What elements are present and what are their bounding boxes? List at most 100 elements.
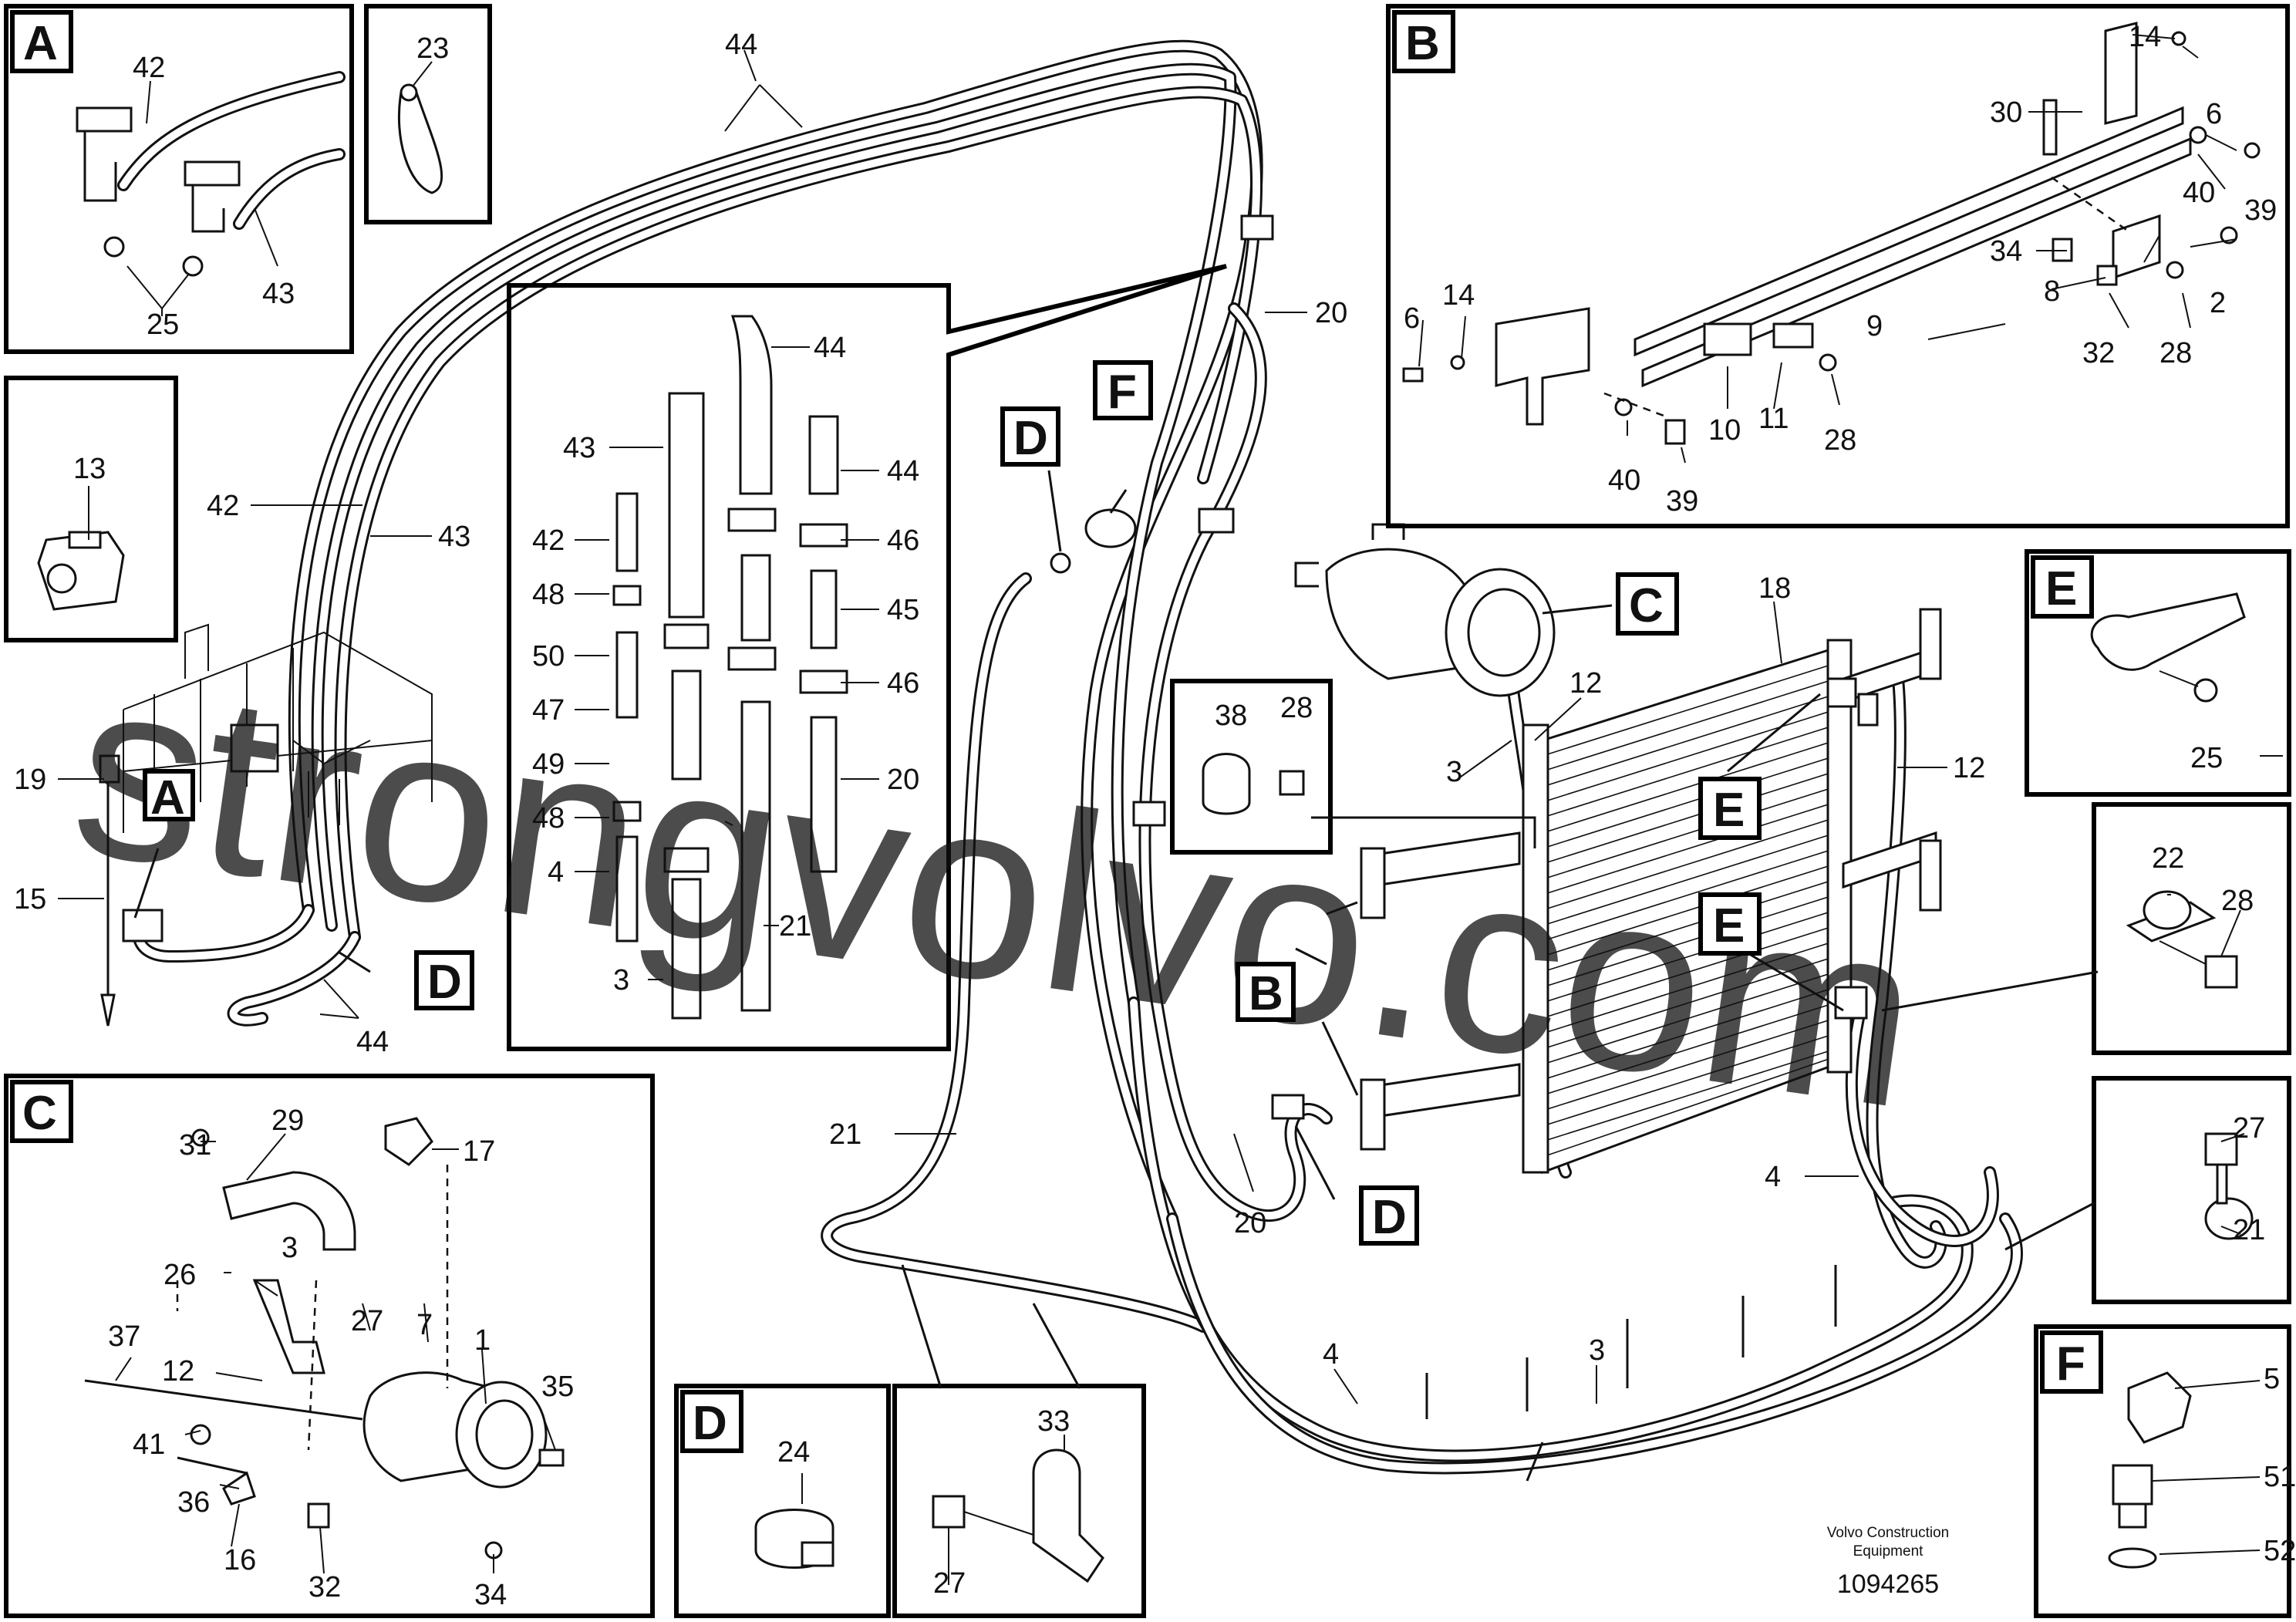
part-label: 4 xyxy=(548,856,564,889)
hose-clamp xyxy=(1198,508,1235,534)
callout-D-top: D xyxy=(1013,412,1048,465)
panel-label-A: A xyxy=(23,17,58,70)
panel-33-parts xyxy=(932,1448,1104,1583)
part-label: 32 xyxy=(308,1571,341,1603)
part-label: 9 xyxy=(1866,310,1883,342)
part-label: 48 xyxy=(532,578,565,611)
main-hose-routing xyxy=(133,39,2023,1482)
part-label: 50 xyxy=(532,640,565,673)
panel-A-parts xyxy=(76,71,346,310)
leader-lines xyxy=(58,34,2283,1585)
drawing-number: 1094265 xyxy=(1837,1570,1939,1599)
callout-B: B xyxy=(1249,967,1283,1020)
hose-detail-inset xyxy=(507,264,1227,1051)
part-label: 24 xyxy=(777,1436,810,1469)
part-label: 14 xyxy=(2129,21,2161,53)
panel-23 xyxy=(364,4,492,224)
panel-E-parts xyxy=(2090,592,2246,703)
part-label: 34 xyxy=(474,1579,507,1611)
part-label: 17 xyxy=(463,1135,495,1168)
cab-frame-sketch xyxy=(99,623,433,1027)
part-label: 49 xyxy=(532,748,565,781)
part-label: 42 xyxy=(532,524,565,557)
part-label: 21 xyxy=(779,910,811,943)
part-label: 44 xyxy=(814,332,846,364)
hose-clamp xyxy=(1240,214,1274,241)
part-label: 41 xyxy=(133,1428,165,1461)
part-label: 20 xyxy=(887,764,919,796)
part-label: 39 xyxy=(2244,194,2277,227)
panel-27 xyxy=(2092,1076,2291,1304)
panel-22-parts xyxy=(2126,890,2238,989)
hose-clamp xyxy=(1271,1094,1305,1120)
part-label: 26 xyxy=(164,1259,196,1291)
part-label: 7 xyxy=(416,1309,433,1341)
footer-company-line2: Equipment xyxy=(1853,1543,1924,1560)
part-label: 29 xyxy=(271,1104,304,1137)
watermark: strongvolvo.com xyxy=(59,622,1934,1163)
callout-C: C xyxy=(1629,579,1664,632)
part-label: 8 xyxy=(2044,275,2060,308)
panel-label-E: E xyxy=(2045,562,2077,615)
part-label: 37 xyxy=(108,1320,140,1353)
part-label: 2 xyxy=(2210,287,2226,319)
part-label: 31 xyxy=(179,1129,211,1162)
part-label: 12 xyxy=(1569,667,1602,700)
part-label: 35 xyxy=(541,1371,574,1403)
part-label: 10 xyxy=(1708,414,1741,447)
panel-13-parts xyxy=(37,531,125,611)
part-label: 3 xyxy=(1446,756,1462,788)
part-label: 4 xyxy=(1765,1161,1781,1193)
part-label: 28 xyxy=(1280,692,1313,724)
part-label: 44 xyxy=(887,455,919,487)
callout-A: A xyxy=(150,771,185,824)
pressure-switch-fitting xyxy=(1084,508,1137,548)
panel-33 xyxy=(892,1384,1146,1618)
part-label: 43 xyxy=(563,432,595,464)
part-label: 46 xyxy=(887,667,919,700)
part-label: 14 xyxy=(1442,279,1475,312)
part-label: 38 xyxy=(1215,700,1247,732)
part-label: 27 xyxy=(933,1567,966,1600)
part-label: 21 xyxy=(829,1118,861,1151)
part-label: 3 xyxy=(1589,1334,1605,1367)
part-label: 1 xyxy=(474,1324,491,1357)
part-label: 3 xyxy=(613,964,629,996)
panel-letters: A B C D E F xyxy=(10,10,2103,1453)
panel-13 xyxy=(4,376,178,642)
part-label: 18 xyxy=(1758,572,1791,605)
part-label: 46 xyxy=(887,524,919,557)
panel-C xyxy=(4,1074,655,1618)
part-label: 25 xyxy=(2190,742,2223,774)
part-label: 5 xyxy=(2264,1363,2280,1395)
part-label: 40 xyxy=(1608,464,1640,497)
part-label: 12 xyxy=(162,1355,194,1388)
panel-F-parts xyxy=(2108,1371,2192,1569)
part-label: 19 xyxy=(14,764,46,796)
part-label: 25 xyxy=(147,309,179,341)
callout-E-lower: E xyxy=(1713,899,1745,953)
part-label: 20 xyxy=(1234,1207,1266,1239)
panel-label-F: F xyxy=(2056,1337,2085,1391)
part-label: 32 xyxy=(2082,337,2115,369)
part-label: 34 xyxy=(1990,235,2022,268)
part-label: 43 xyxy=(262,278,295,310)
callout-D-lower: D xyxy=(1372,1191,1407,1244)
panel-23-parts xyxy=(397,83,443,194)
part-label: 13 xyxy=(73,453,106,485)
part-label: 20 xyxy=(1315,297,1347,329)
panel-38-parts xyxy=(1202,753,1305,815)
part-label: 51 xyxy=(2264,1461,2296,1493)
part-label: 6 xyxy=(2206,98,2222,130)
panel-E xyxy=(2025,549,2291,797)
part-label: 11 xyxy=(1758,403,1789,435)
part-label: 15 xyxy=(14,883,46,916)
panel-A xyxy=(4,4,354,354)
callout-D-left: D xyxy=(427,956,462,1009)
fitting-cap xyxy=(1050,552,1071,574)
part-label: 3 xyxy=(282,1232,298,1264)
part-label: 27 xyxy=(2233,1112,2265,1145)
part-label: 33 xyxy=(1037,1405,1070,1438)
part-label: 4 xyxy=(1323,1338,1339,1371)
